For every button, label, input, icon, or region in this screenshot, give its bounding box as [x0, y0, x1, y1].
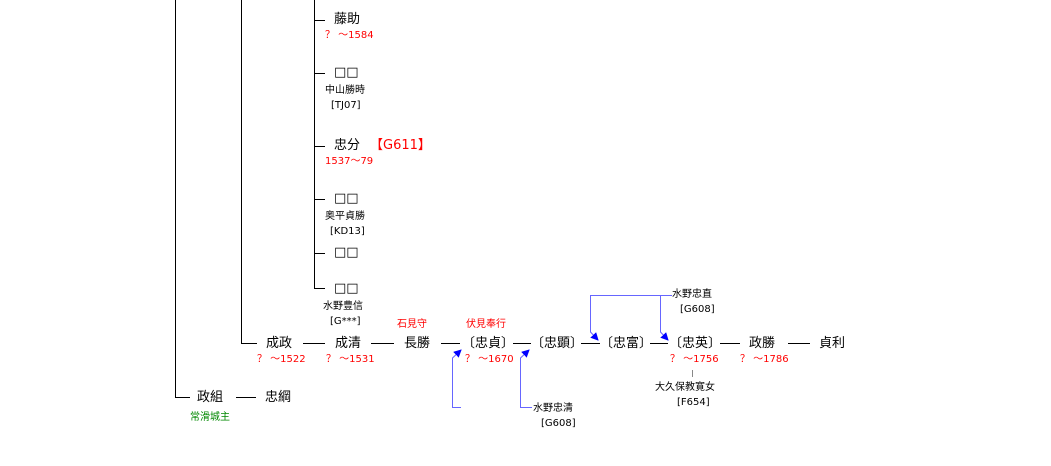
title-nagakatsu: 石見守	[397, 319, 427, 330]
dates-tadafusa: ？ ～1756	[670, 354, 719, 365]
person-tadasada: 〔忠貞〕	[462, 336, 515, 351]
trunk-line-masakumi	[175, 0, 190, 398]
dates-narimasa: ？ ～1522	[257, 354, 306, 365]
person-unknown: □□	[334, 245, 359, 260]
spouse-okudaira: 奥平貞勝	[325, 211, 365, 222]
code-mizuno-tadakiyo: [G608]	[541, 418, 576, 429]
adoption-arrow-tadasada	[452, 349, 462, 408]
dates-tadasada: ？ ～1670	[465, 354, 514, 365]
person-narimasa: 成政	[266, 336, 293, 351]
trunk-line-narimasa	[241, 0, 257, 344]
person-tadawake: 忠分	[334, 138, 361, 153]
code-nakayama: [TJ07]	[331, 100, 361, 111]
person-okudaira-wife: □□	[334, 191, 359, 206]
adoption-arrow-tadanao-tadatomi	[590, 295, 672, 341]
person-masakumi: 政組	[197, 390, 224, 405]
person-tadaaki: 〔忠顕〕	[531, 336, 584, 351]
ref-tadawake[interactable]: 【G611】	[370, 138, 431, 153]
code-mizuno-toyonobu: [G***]	[330, 316, 361, 327]
person-toosuke: 藤助	[334, 12, 361, 27]
person-tadatomi: 〔忠富〕	[600, 336, 653, 351]
spouse-mizuno-toyonobu: 水野豊信	[323, 301, 363, 312]
person-nakayama-wife: □□	[334, 65, 359, 80]
dates-tadawake: 1537～79	[325, 156, 374, 167]
spouse-nakayama: 中山勝時	[325, 85, 365, 96]
person-masakatsu: 政勝	[749, 336, 776, 351]
code-okudaira: [KD13]	[330, 226, 365, 237]
code-tadafusa-spouse: [F654]	[677, 397, 710, 408]
person-mizuno-tadakiyo: 水野忠清	[533, 403, 573, 414]
person-mizuno-wife: □□	[334, 281, 359, 296]
adoption-arrow-tadaaki	[520, 349, 532, 408]
person-sadatoshi: 貞利	[819, 336, 846, 351]
code-mizuno-tadanao: [G608]	[680, 304, 715, 315]
trunk-line-siblings	[314, 0, 325, 289]
dates-masakatsu: ？ ～1786	[740, 354, 789, 365]
dates-narikiyo: ？ ～1531	[326, 354, 375, 365]
person-tadatsuna: 忠綱	[265, 390, 292, 405]
person-tadafusa: 〔忠英〕	[669, 336, 722, 351]
adoption-arrow-tadanao-tadafusa	[660, 295, 669, 341]
dates-toosuke: ？ ～1584	[325, 30, 374, 41]
person-mizuno-tadanao: 水野忠直	[672, 289, 712, 300]
title-tadasada: 伏見奉行	[466, 319, 506, 330]
title-masakumi: 常滑城主	[190, 412, 230, 423]
spouse-tadafusa: 大久保教寛女	[655, 382, 715, 393]
person-narikiyo: 成清	[335, 336, 362, 351]
person-nagakatsu: 長勝	[404, 336, 431, 351]
